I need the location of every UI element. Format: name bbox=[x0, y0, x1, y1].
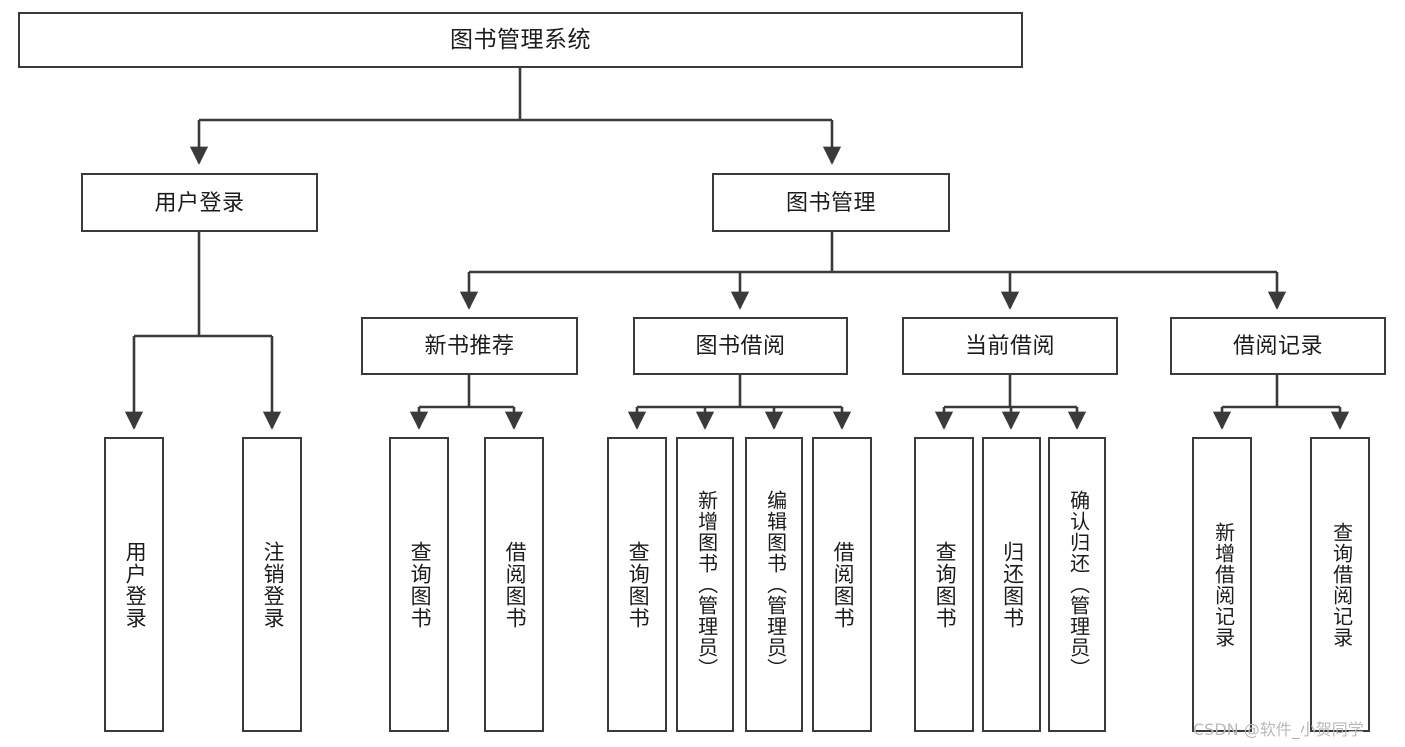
leaf-add-book-admin-label: 新增图书（管理员） bbox=[694, 490, 717, 679]
leaf-query-borrow-record-label: 查询借阅记录 bbox=[1329, 521, 1352, 648]
leaf-query-book-borrow-label: 查询图书 bbox=[626, 540, 650, 629]
node-current-borrow-label: 当前借阅 bbox=[964, 333, 1055, 359]
leaf-logout-label: 注销登录 bbox=[261, 540, 285, 629]
leaf-borrow-book-recommend-label: 借阅图书 bbox=[503, 540, 527, 629]
node-new-book-recommend-label: 新书推荐 bbox=[424, 333, 515, 359]
leaf-add-borrow-record[interactable]: 新增借阅记录 bbox=[1192, 437, 1252, 732]
leaf-edit-book-admin-label: 编辑图书（管理员） bbox=[763, 490, 786, 679]
node-root[interactable]: 图书管理系统 bbox=[18, 12, 1023, 68]
leaf-add-book-admin[interactable]: 新增图书（管理员） bbox=[676, 437, 734, 732]
leaf-return-book[interactable]: 归还图书 bbox=[982, 437, 1041, 732]
node-user-login[interactable]: 用户登录 bbox=[81, 173, 318, 232]
leaf-user-login-label: 用户登录 bbox=[123, 540, 147, 629]
node-borrow-records[interactable]: 借阅记录 bbox=[1170, 317, 1386, 375]
leaf-confirm-return-admin[interactable]: 确认归还（管理员） bbox=[1048, 437, 1106, 732]
node-book-borrow[interactable]: 图书借阅 bbox=[633, 317, 848, 375]
node-book-borrow-label: 图书借阅 bbox=[695, 333, 786, 359]
node-book-management[interactable]: 图书管理 bbox=[712, 173, 950, 232]
node-current-borrow[interactable]: 当前借阅 bbox=[902, 317, 1118, 375]
leaf-user-login[interactable]: 用户登录 bbox=[104, 437, 164, 732]
leaf-query-book-current[interactable]: 查询图书 bbox=[914, 437, 974, 732]
leaf-query-book-recommend[interactable]: 查询图书 bbox=[389, 437, 449, 732]
node-user-login-label: 用户登录 bbox=[154, 189, 245, 215]
leaf-borrow-book-recommend[interactable]: 借阅图书 bbox=[484, 437, 544, 732]
leaf-edit-book-admin[interactable]: 编辑图书（管理员） bbox=[745, 437, 803, 732]
leaf-borrow-book-label: 借阅图书 bbox=[831, 540, 855, 629]
leaf-query-book-borrow[interactable]: 查询图书 bbox=[607, 437, 667, 732]
leaf-borrow-book[interactable]: 借阅图书 bbox=[812, 437, 872, 732]
leaf-query-book-current-label: 查询图书 bbox=[933, 540, 957, 629]
node-new-book-recommend[interactable]: 新书推荐 bbox=[361, 317, 578, 375]
leaf-query-book-recommend-label: 查询图书 bbox=[408, 540, 432, 629]
leaf-return-book-label: 归还图书 bbox=[1000, 540, 1024, 629]
leaf-query-borrow-record[interactable]: 查询借阅记录 bbox=[1310, 437, 1370, 732]
leaf-add-borrow-record-label: 新增借阅记录 bbox=[1211, 521, 1234, 648]
node-borrow-records-label: 借阅记录 bbox=[1232, 333, 1323, 359]
leaf-logout[interactable]: 注销登录 bbox=[242, 437, 302, 732]
node-book-management-label: 图书管理 bbox=[785, 189, 876, 215]
node-root-label: 图书管理系统 bbox=[450, 26, 591, 53]
csdn-watermark: CSDN @软件_小贺同学 bbox=[1193, 720, 1364, 739]
leaf-confirm-return-admin-label: 确认归还（管理员） bbox=[1066, 490, 1089, 679]
